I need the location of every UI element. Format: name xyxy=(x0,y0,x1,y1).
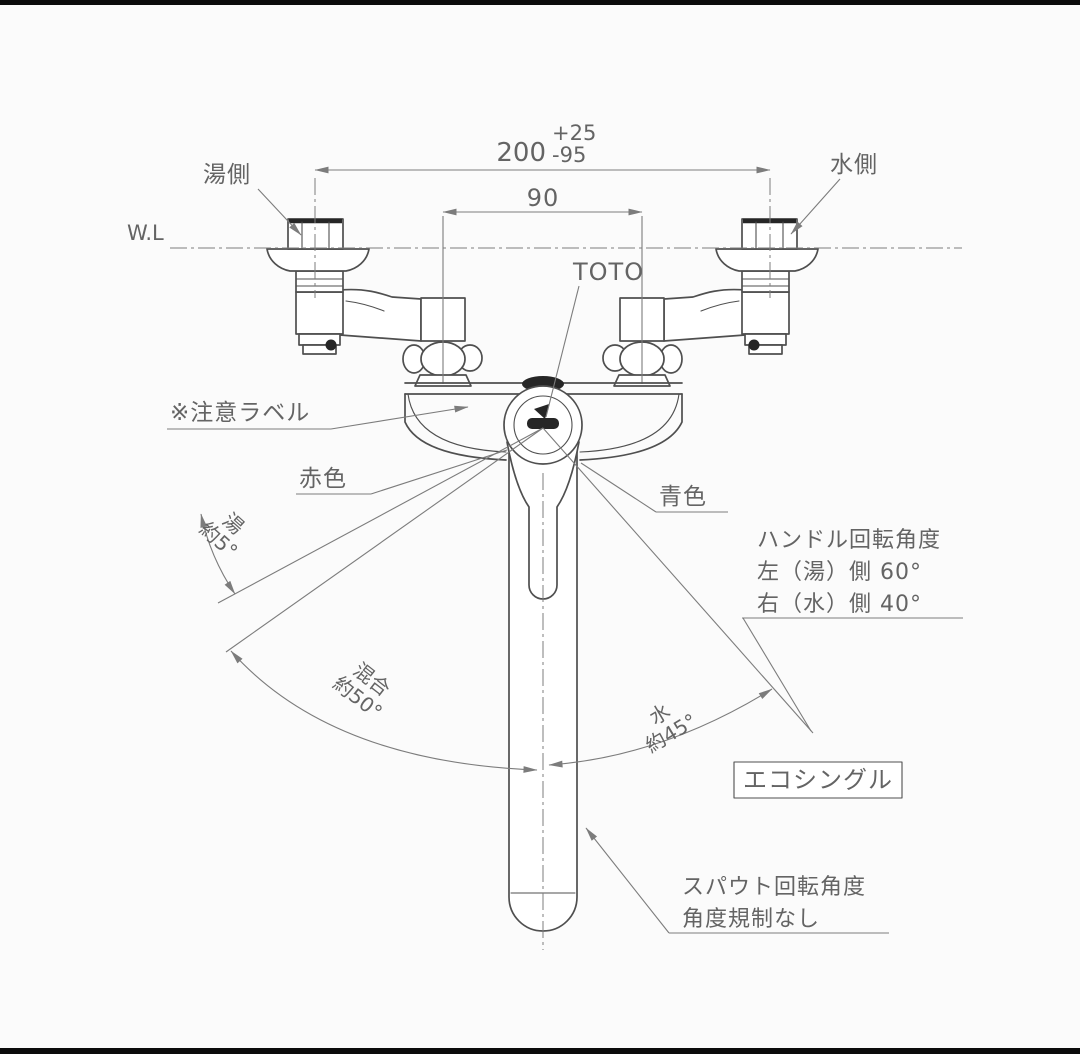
left-valve-assembly xyxy=(266,178,483,387)
hot-limit-radial xyxy=(217,427,544,604)
spout-note-body: 角度規制なし xyxy=(682,907,820,932)
mix-limit-radial xyxy=(225,427,544,653)
spout-rotation-note: スパウト回転角度 角度規制なし xyxy=(585,827,889,934)
eco-single-label: エコシングル xyxy=(743,766,893,794)
handle-lever xyxy=(503,385,583,600)
eco-single-box xyxy=(733,761,903,799)
handle-note-left: 左（湯）側 60° xyxy=(757,560,922,585)
hot-angle-arc xyxy=(200,513,236,595)
mix-angle-arc xyxy=(230,650,538,773)
spout-note-title: スパウト回転角度 xyxy=(682,875,866,900)
handle-note-right: 右（水）側 40° xyxy=(757,592,922,617)
cold-side-label: 水側 xyxy=(830,152,878,178)
cold-side-callout: 水側 xyxy=(790,152,878,235)
water-line: W.L xyxy=(127,221,962,249)
span-tolerance-plus: +25 xyxy=(552,121,596,145)
water-limit-radial xyxy=(542,427,814,734)
caution-callout: ※注意ラベル xyxy=(167,400,469,430)
red-callout: 赤色 xyxy=(296,449,508,495)
top-frame-bar xyxy=(0,0,1080,5)
red-label: 赤色 xyxy=(299,466,347,492)
brand-label: TOTO xyxy=(572,258,644,286)
blue-label: 青色 xyxy=(659,484,707,510)
wall-flange xyxy=(266,248,370,272)
caution-label: ※注意ラベル xyxy=(170,400,310,426)
brand-callout: TOTO xyxy=(545,258,644,418)
water-line-label: W.L xyxy=(127,221,164,245)
right-valve-assembly xyxy=(602,178,819,387)
hot-side-callout: 湯側 xyxy=(203,162,302,236)
hot-side-label: 湯側 xyxy=(203,162,251,188)
outlet-port-dot xyxy=(325,339,337,351)
dimension-pitch-90: 90 xyxy=(442,184,643,216)
pitch-dimension-value: 90 xyxy=(527,184,560,212)
lever-grip-dot xyxy=(527,418,559,429)
span-dimension-value: 200 xyxy=(496,138,546,168)
blue-callout: 青色 xyxy=(580,462,728,513)
span-tolerance-minus: -95 xyxy=(552,143,586,167)
dimension-span-200: 200 +25 -95 xyxy=(314,121,771,174)
handle-rotation-note: ハンドル回転角度 左（湯）側 60° 右（水）側 40° xyxy=(742,528,963,732)
handle-note-title: ハンドル回転角度 xyxy=(757,528,941,553)
water-angle-arc xyxy=(548,688,773,768)
bottom-frame-bar xyxy=(0,1048,1080,1054)
eco-single-badge: エコシングル xyxy=(733,761,903,799)
